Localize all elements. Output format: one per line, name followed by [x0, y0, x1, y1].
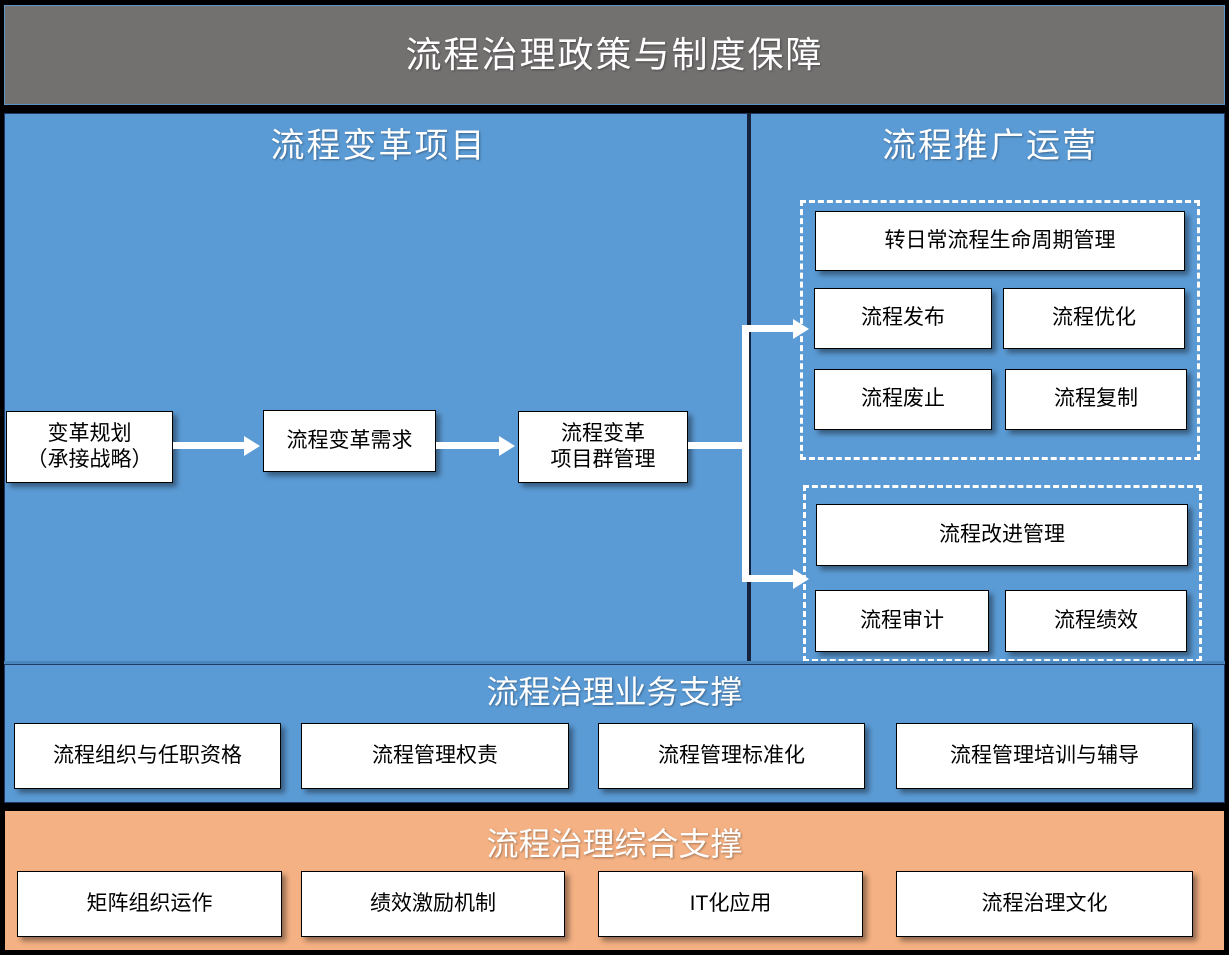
- flow-node-change-planning[interactable]: 变革规划 （承接战略）: [6, 411, 173, 483]
- biz-item-process-standardization[interactable]: 流程管理标准化: [598, 723, 865, 789]
- connector-branch-vertical: [742, 325, 749, 582]
- connector-demand-to-program: [436, 442, 501, 449]
- panel-divider: [747, 113, 751, 663]
- policy-banner: 流程治理政策与制度保障: [4, 5, 1225, 105]
- node-process-optimization[interactable]: 流程优化: [1003, 288, 1185, 349]
- comp-item-it-application[interactable]: IT化应用: [598, 871, 863, 937]
- business-support-title: 流程治理业务支撑: [486, 674, 743, 710]
- business-support-top-rule: [4, 661, 1225, 664]
- node-daily-lifecycle-management[interactable]: 转日常流程生命周期管理: [815, 211, 1185, 271]
- left-panel-title: 流程变革项目: [270, 127, 487, 165]
- connector-planning-to-demand: [173, 442, 245, 449]
- flow-node-change-demand[interactable]: 流程变革需求: [263, 410, 436, 472]
- comp-item-performance-incentive[interactable]: 绩效激励机制: [301, 871, 565, 937]
- node-improvement-management[interactable]: 流程改进管理: [816, 504, 1188, 566]
- comp-item-governance-culture[interactable]: 流程治理文化: [896, 871, 1193, 937]
- biz-item-process-training-coaching[interactable]: 流程管理培训与辅导: [896, 723, 1193, 789]
- connector-branch-to-lifecycle: [742, 325, 799, 332]
- comprehensive-support-title: 流程治理综合支撑: [486, 826, 743, 862]
- node-process-audit[interactable]: 流程审计: [815, 590, 989, 652]
- flow-node-program-management[interactable]: 流程变革 项目群管理: [518, 411, 688, 483]
- node-process-release[interactable]: 流程发布: [814, 288, 992, 349]
- right-panel-title: 流程推广运营: [882, 127, 1098, 165]
- lifecycle-group-frame: [800, 200, 1200, 460]
- arrowhead-demand-to-program: [499, 436, 515, 456]
- connector-branch-to-improvement: [742, 575, 799, 582]
- connector-program-trunk-horizontal: [688, 442, 749, 449]
- comp-item-matrix-organization[interactable]: 矩阵组织运作: [17, 871, 282, 937]
- biz-item-process-org-qualification[interactable]: 流程组织与任职资格: [14, 723, 281, 789]
- node-process-replication[interactable]: 流程复制: [1005, 369, 1187, 430]
- node-process-abolishment[interactable]: 流程废止: [814, 369, 992, 430]
- arrowhead-planning-to-demand: [244, 436, 260, 456]
- node-process-performance[interactable]: 流程绩效: [1005, 590, 1187, 652]
- improvement-group-frame: [803, 485, 1202, 662]
- policy-banner-title: 流程治理政策与制度保障: [405, 34, 824, 76]
- biz-item-process-mgmt-responsibility[interactable]: 流程管理权责: [301, 723, 569, 789]
